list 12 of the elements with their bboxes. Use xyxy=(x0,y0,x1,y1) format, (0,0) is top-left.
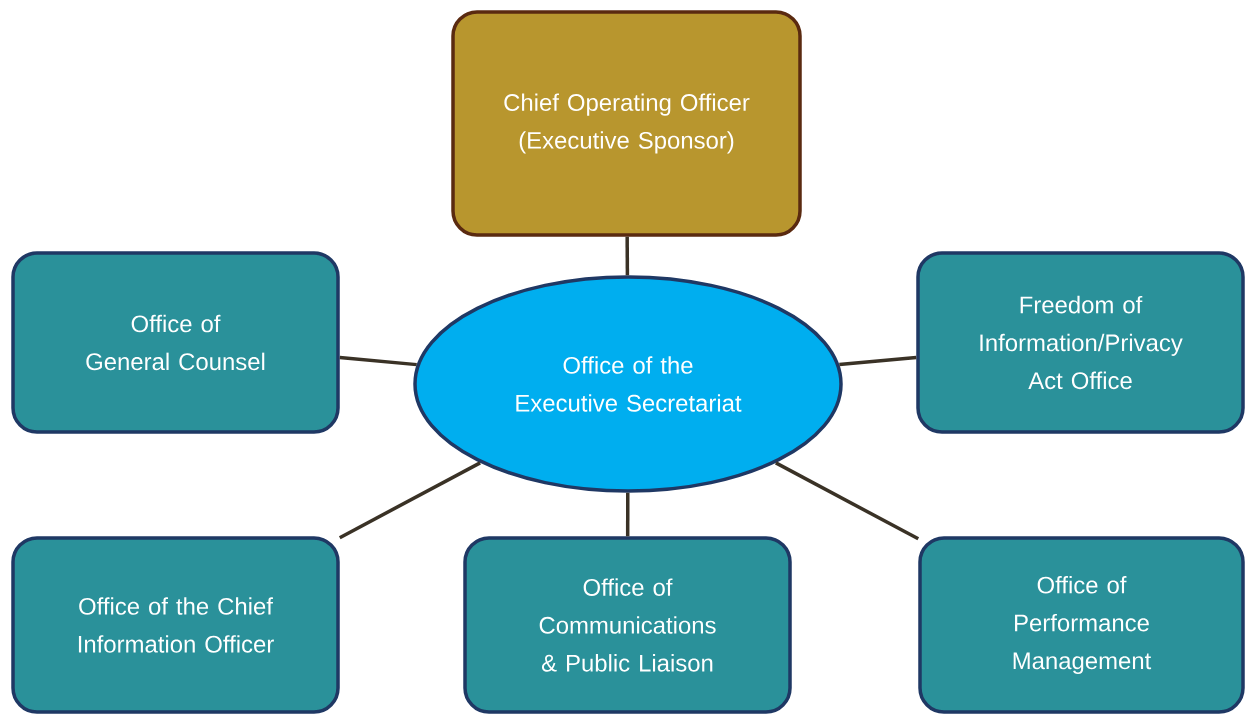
connector-line xyxy=(339,355,417,367)
sponsor-box: Chief Operating Officer (Executive Sponsor) xyxy=(451,10,802,237)
office-box: Office of Performance Management xyxy=(918,536,1245,714)
connector-line xyxy=(625,236,630,276)
connector-line xyxy=(625,492,630,537)
connector-line xyxy=(775,461,920,541)
office-box: Freedom of Information/Privacy Act Office xyxy=(916,251,1245,434)
office-box: Office of Communications & Public Liaison xyxy=(463,536,792,714)
connector-line xyxy=(338,461,481,540)
office-box: Office of the Chief Information Officer xyxy=(11,536,340,714)
office-box: Office of General Counsel xyxy=(11,251,340,434)
connector-line xyxy=(839,355,917,367)
